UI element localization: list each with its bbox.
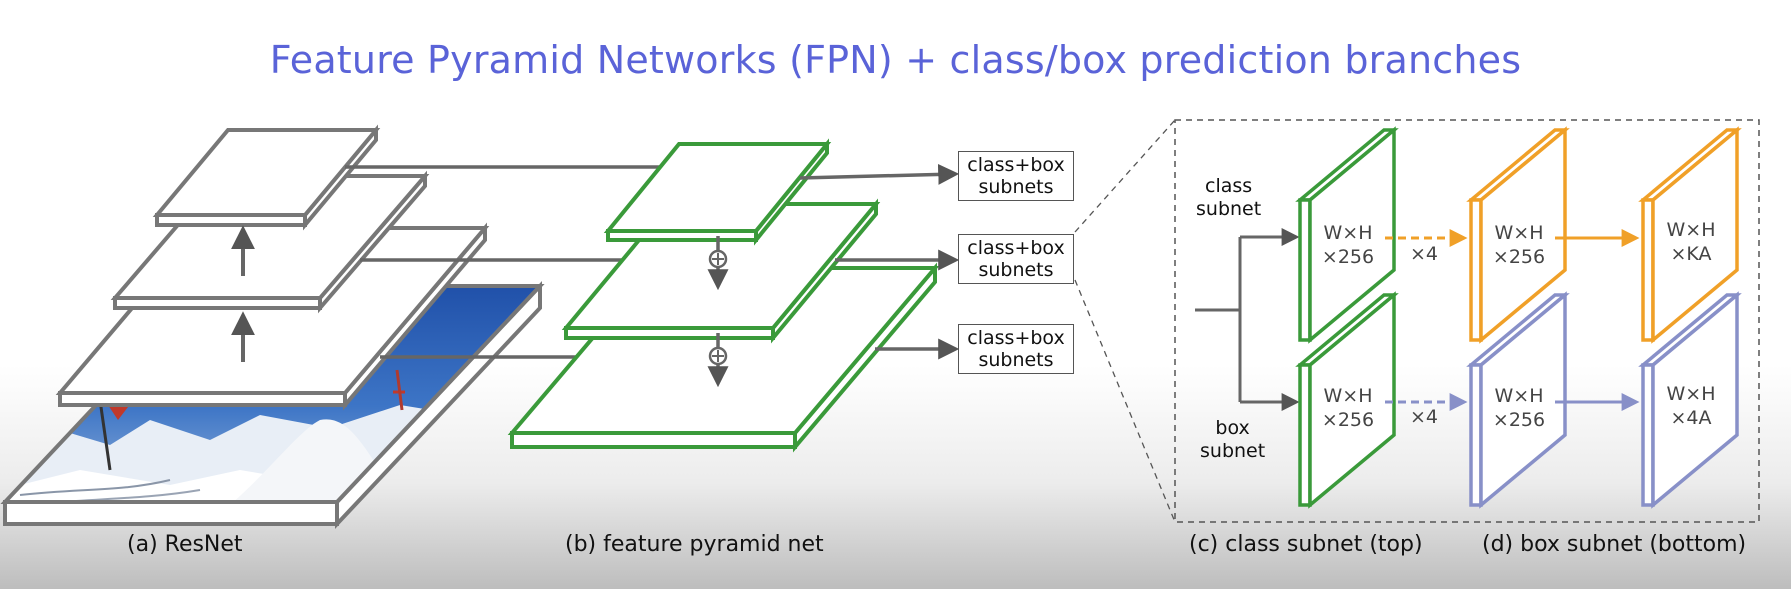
map-channels: ×256 xyxy=(1321,246,1375,268)
map-dims: W×H xyxy=(1666,383,1716,405)
box-map-input-label: W×H ×256 xyxy=(1313,384,1383,432)
map-channels: ×256 xyxy=(1492,246,1546,268)
merge-plus-icon-2 xyxy=(708,346,728,366)
caption-resnet: (a) ResNet xyxy=(127,532,243,557)
prediction-box-line2: subnets xyxy=(978,176,1054,198)
figure-title: Feature Pyramid Networks (FPN) + class/b… xyxy=(269,38,1522,82)
prediction-box-bottom: class+box subnets xyxy=(958,324,1074,374)
prediction-box-line1: class+box xyxy=(967,154,1065,176)
caption-fpn: (b) feature pyramid net xyxy=(565,532,824,557)
class-feature-map-mid xyxy=(1466,126,1570,344)
map-channels: ×256 xyxy=(1492,409,1546,431)
box-subnet-label-line2: subnet xyxy=(1200,440,1266,462)
box-subnet-label-line1: box xyxy=(1215,417,1250,439)
box-feature-map-output xyxy=(1638,291,1742,509)
prediction-box-mid: class+box subnets xyxy=(958,234,1074,284)
map-dims: W×H xyxy=(1323,385,1373,407)
map-dims: W×H xyxy=(1494,385,1544,407)
class-feature-map-input xyxy=(1295,126,1399,344)
box-repeat-label: ×4 xyxy=(1410,406,1439,428)
class-map-input-label: W×H ×256 xyxy=(1313,221,1383,269)
subnet-zoom-frame xyxy=(1074,119,1760,523)
merge-plus-icon-1 xyxy=(708,249,728,269)
map-dims: W×H xyxy=(1323,222,1373,244)
box-map-mid-label: W×H ×256 xyxy=(1484,384,1554,432)
box-feature-map-input xyxy=(1295,291,1399,509)
class-map-mid-label: W×H ×256 xyxy=(1484,221,1554,269)
class-map-output-label: W×H ×KA xyxy=(1656,218,1726,266)
class-subnet-label: class subnet xyxy=(1196,175,1261,221)
map-dims: W×H xyxy=(1494,222,1544,244)
box-feature-map-mid xyxy=(1466,291,1570,509)
map-channels: ×KA xyxy=(1670,243,1712,265)
caption-box-subnet: (d) box subnet (bottom) xyxy=(1482,532,1747,557)
resnet-layer-medium xyxy=(110,170,430,314)
subnet-branch-lines xyxy=(1195,237,1242,402)
prediction-box-line1: class+box xyxy=(967,237,1065,259)
prediction-box-line2: subnets xyxy=(978,259,1054,281)
box-map-output-label: W×H ×4A xyxy=(1656,382,1726,430)
resnet-layer-small xyxy=(152,124,381,231)
class-repeat-label: ×4 xyxy=(1410,243,1439,265)
map-channels: ×4A xyxy=(1670,407,1712,429)
class-subnet-label-line1: class xyxy=(1205,175,1253,197)
prediction-arrow-1 xyxy=(799,163,960,185)
fpn-layer-small xyxy=(603,138,832,246)
prediction-box-top: class+box subnets xyxy=(958,151,1074,201)
caption-class-subnet: (c) class subnet (top) xyxy=(1189,532,1423,557)
box-subnet-label: box subnet xyxy=(1200,417,1265,463)
class-feature-map-output xyxy=(1638,126,1742,344)
class-subnet-label-line2: subnet xyxy=(1196,198,1262,220)
prediction-box-line2: subnets xyxy=(978,349,1054,371)
map-dims: W×H xyxy=(1666,219,1716,241)
prediction-box-line1: class+box xyxy=(967,327,1065,349)
map-channels: ×256 xyxy=(1321,409,1375,431)
